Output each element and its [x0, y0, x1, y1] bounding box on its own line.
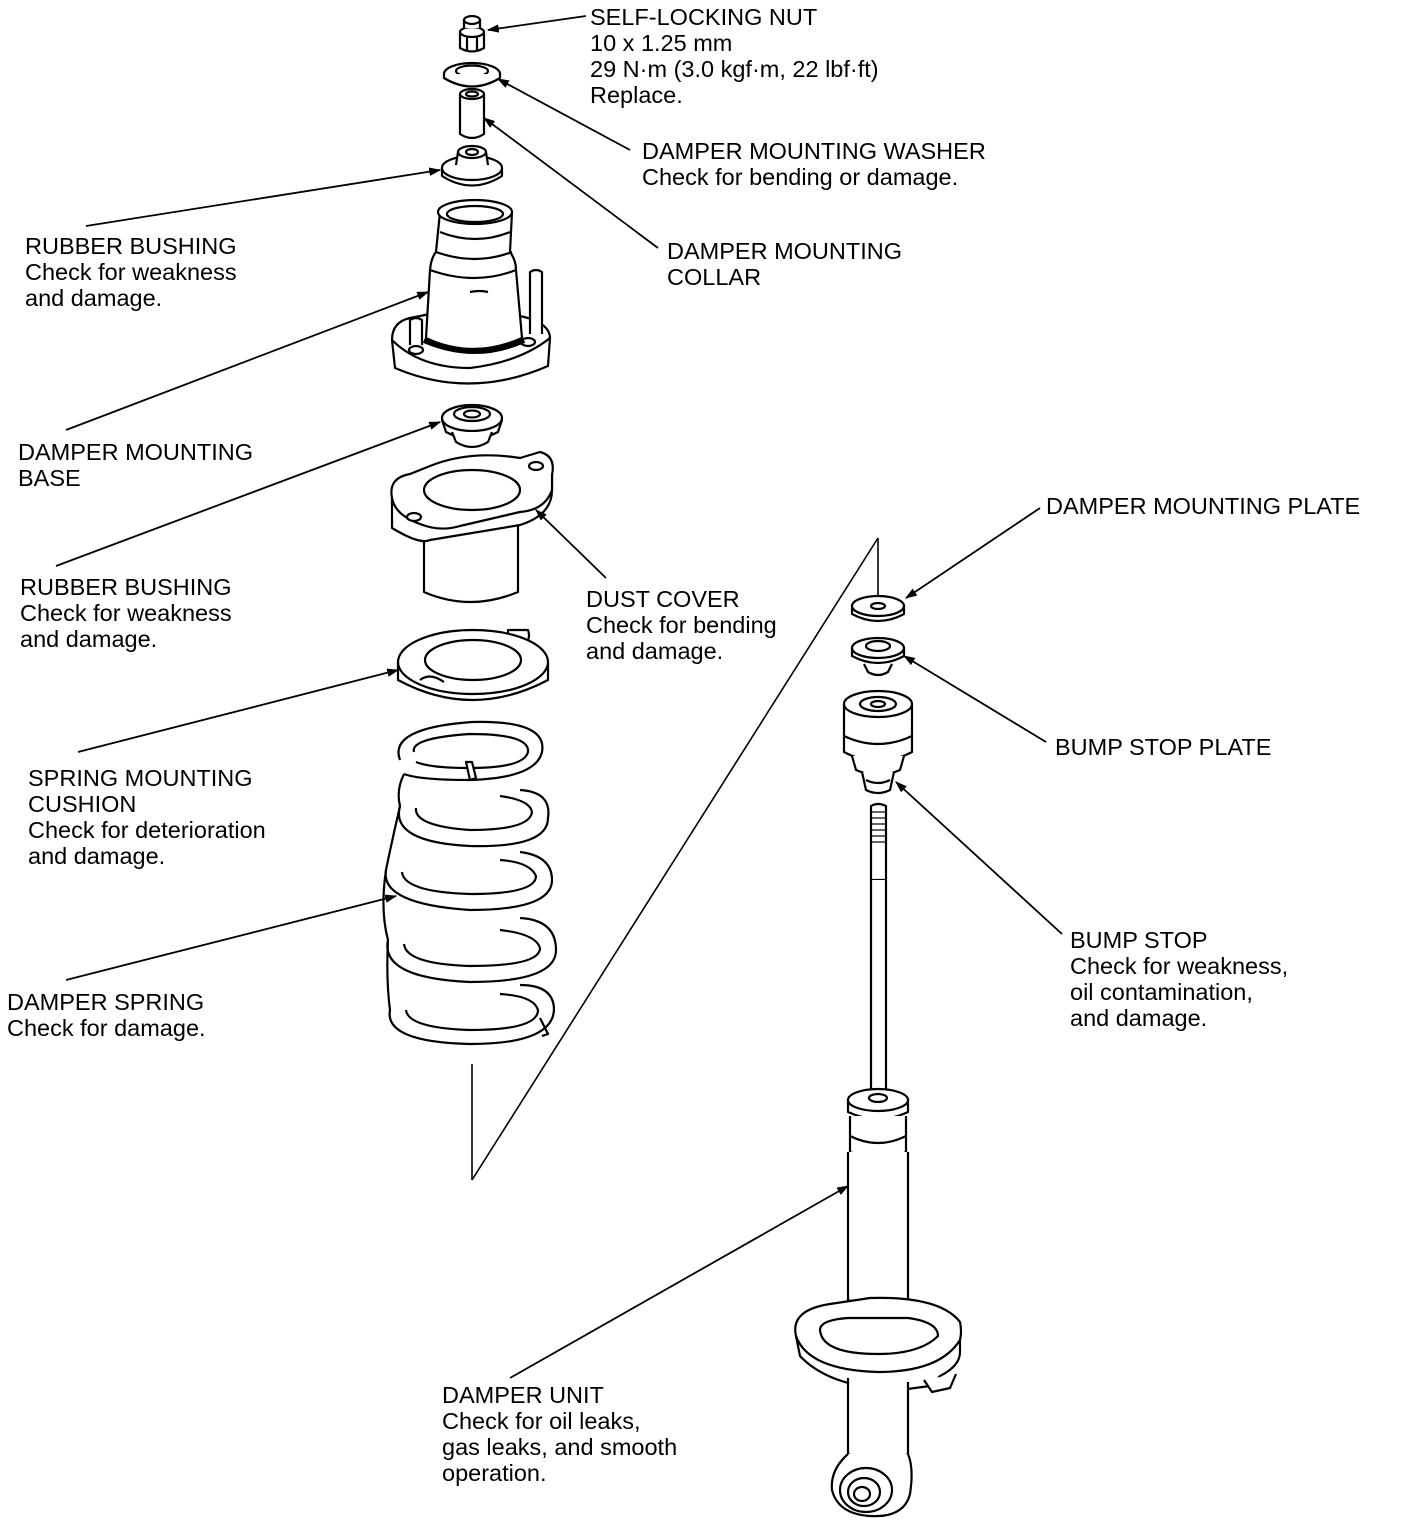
leader-dust-cover [535, 509, 607, 579]
damper-mounting-plate-part [850, 594, 906, 623]
rubber-bushing-upper-title: RUBBER BUSHING [25, 233, 237, 259]
callout-damper-unit: DAMPER UNIT Check for oil leaks, gas lea… [442, 1382, 677, 1486]
self-locking-nut-size: 10 x 1.25 mm [590, 30, 733, 56]
damper-unit-note-3: operation. [442, 1460, 547, 1486]
self-locking-nut-title: SELF-LOCKING NUT [590, 4, 818, 30]
callout-dust-cover: DUST COVER Check for bending and damage. [586, 586, 777, 664]
spring-mounting-cushion-note-2: and damage. [28, 843, 166, 869]
callout-damper-mounting-base: DAMPER MOUNTING BASE [18, 439, 253, 491]
spring-mounting-cushion-title-1: SPRING MOUNTING [28, 765, 253, 791]
bump-stop-note-1: Check for weakness, [1070, 953, 1289, 979]
self-locking-nut-part [458, 14, 486, 53]
leader-lines [55, 15, 1063, 1379]
leader-bump-stop-plate [902, 655, 1047, 743]
callout-rubber-bushing-upper: RUBBER BUSHING Check for weakness and da… [25, 233, 237, 311]
leader-rubber-bushing-upper [85, 167, 442, 227]
callout-bump-stop: BUMP STOP Check for weakness, oil contam… [1070, 927, 1288, 1031]
damper-mounting-washer-part [442, 61, 502, 88]
rubber-bushing-lower-title: RUBBER BUSHING [20, 574, 232, 600]
damper-spring-title: DAMPER SPRING [7, 989, 205, 1015]
dust-cover-title: DUST COVER [586, 586, 740, 612]
dust-cover-note-1: Check for bending [586, 612, 777, 638]
rubber-bushing-lower-note-1: Check for weakness [20, 600, 232, 626]
leader-damper-unit [509, 1185, 850, 1379]
leader-damper-spring [65, 894, 398, 981]
leader-damper-mounting-base [65, 291, 430, 431]
callout-bump-stop-plate: BUMP STOP PLATE [1055, 734, 1271, 760]
callout-spring-mounting-cushion: SPRING MOUNTING CUSHION Check for deteri… [28, 765, 266, 869]
damper-mounting-washer-title: DAMPER MOUNTING WASHER [642, 138, 986, 164]
callout-damper-mounting-collar: DAMPER MOUNTING COLLAR [667, 238, 902, 290]
self-locking-nut-torque: 29 N·m (3.0 kgf·m, 22 lbf·ft) [590, 56, 879, 82]
bump-stop-note-2: oil contamination, [1070, 979, 1253, 1005]
leader-bump-stop [895, 781, 1063, 935]
bump-stop-note-3: and damage. [1070, 1005, 1208, 1031]
rubber-bushing-lower-part [440, 403, 504, 449]
damper-mounting-plate-title: DAMPER MOUNTING PLATE [1046, 493, 1361, 519]
leader-damper-mounting-collar [483, 117, 659, 249]
damper-mounting-base-title-2: BASE [18, 465, 81, 491]
callout-rubber-bushing-lower: RUBBER BUSHING Check for weakness and da… [20, 574, 232, 652]
rubber-bushing-upper-note-2: and damage. [25, 285, 163, 311]
dust-cover-note-2: and damage. [586, 638, 724, 664]
damper-unit-part [794, 802, 963, 1518]
damper-mounting-collar-title-1: DAMPER MOUNTING [667, 238, 902, 264]
bump-stop-plate-title: BUMP STOP PLATE [1055, 734, 1272, 760]
damper-spring-part [382, 720, 558, 1046]
damper-mounting-washer-note: Check for bending or damage. [642, 164, 959, 190]
callout-damper-mounting-washer: DAMPER MOUNTING WASHER Check for bending… [642, 138, 986, 190]
leader-rubber-bushing-lower [55, 421, 442, 567]
damper-unit-title: DAMPER UNIT [442, 1382, 604, 1408]
damper-mounting-base-title-1: DAMPER MOUNTING [18, 439, 253, 465]
assembly-guide-lines [471, 537, 879, 1181]
damper-mounting-collar-part [458, 87, 486, 140]
callout-self-locking-nut: SELF-LOCKING NUT 10 x 1.25 mm 29 N·m (3.… [590, 4, 879, 108]
self-locking-nut-note: Replace. [590, 82, 683, 108]
spring-mounting-cushion-title-2: CUSHION [28, 791, 137, 817]
callout-damper-mounting-plate: DAMPER MOUNTING PLATE [1046, 493, 1360, 519]
leader-damper-mounting-washer [496, 78, 631, 151]
leader-spring-mounting-cushion [77, 668, 400, 753]
rubber-bushing-upper-part [440, 144, 504, 187]
bump-stop-part [842, 689, 914, 795]
damper-unit-note-1: Check for oil leaks, [442, 1408, 641, 1434]
callout-damper-spring: DAMPER SPRING Check for damage. [7, 989, 206, 1041]
rubber-bushing-upper-note-1: Check for weakness [25, 259, 237, 285]
spring-mounting-cushion-part [396, 628, 550, 701]
spring-mounting-cushion-note-1: Check for deterioration [28, 817, 266, 843]
leader-damper-mounting-plate [905, 507, 1041, 599]
leader-self-locking-nut [486, 15, 587, 33]
damper-unit-note-2: gas leaks, and smooth [442, 1434, 678, 1460]
bump-stop-title: BUMP STOP [1070, 927, 1208, 953]
damper-mounting-collar-title-2: COLLAR [667, 264, 762, 290]
rubber-bushing-lower-note-2: and damage. [20, 626, 158, 652]
dust-cover-part [390, 450, 554, 604]
damper-mounting-base-part [390, 198, 552, 385]
damper-spring-note: Check for damage. [7, 1015, 206, 1041]
bump-stop-plate-part [850, 636, 906, 677]
